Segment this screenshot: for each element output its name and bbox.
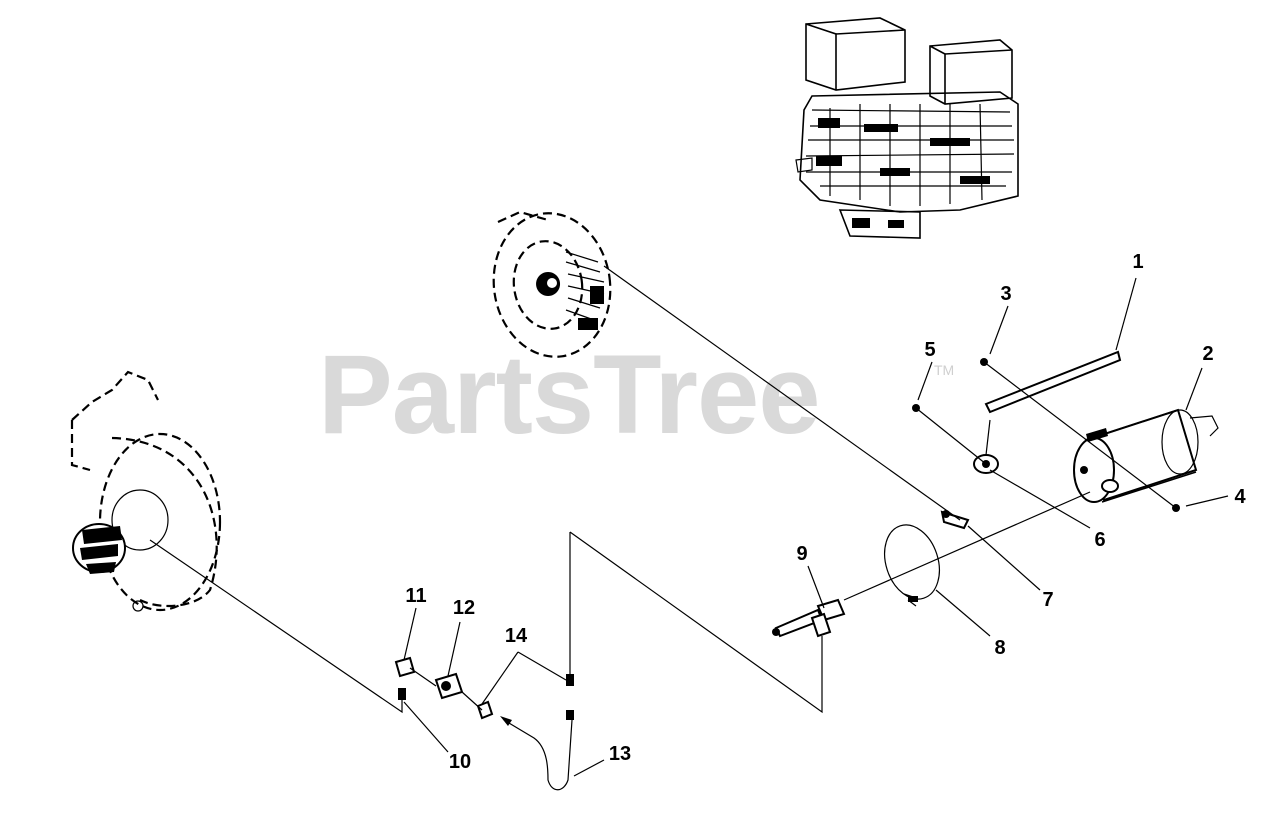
- part-13-hose: [503, 719, 573, 791]
- callout-12: 12: [453, 597, 475, 619]
- recoil-starter-icon: [492, 210, 612, 358]
- part-8-clamp: [884, 524, 940, 607]
- muffler-icon: [1073, 408, 1219, 503]
- callout-6: 6: [1094, 529, 1105, 551]
- callout-8: 8: [994, 637, 1005, 659]
- part-12-coupling: [434, 672, 464, 700]
- callout-7: 7: [1042, 589, 1053, 611]
- part-6-washer: [973, 419, 999, 474]
- callout-9: 9: [796, 543, 807, 565]
- callout-1: 1: [1132, 251, 1143, 273]
- watermark-trademark: TM: [934, 362, 955, 378]
- part-1-bracket: [984, 350, 1122, 414]
- callout-4: 4: [1234, 486, 1246, 508]
- callout-13: 13: [609, 743, 631, 765]
- callout-14: 14: [505, 625, 528, 647]
- callout-10: 10: [449, 751, 471, 773]
- callout-5: 5: [924, 339, 935, 361]
- callout-2: 2: [1202, 343, 1213, 365]
- blower-housing-icon: [70, 370, 222, 612]
- assembly-lines: [149, 265, 1229, 777]
- part-9-tee: [772, 598, 846, 638]
- part-14-fitting: [476, 700, 494, 720]
- engine-icon: [795, 17, 1019, 239]
- callout-11: 11: [405, 585, 426, 607]
- callout-3: 3: [1000, 283, 1011, 305]
- part-11-elbow: [394, 656, 416, 678]
